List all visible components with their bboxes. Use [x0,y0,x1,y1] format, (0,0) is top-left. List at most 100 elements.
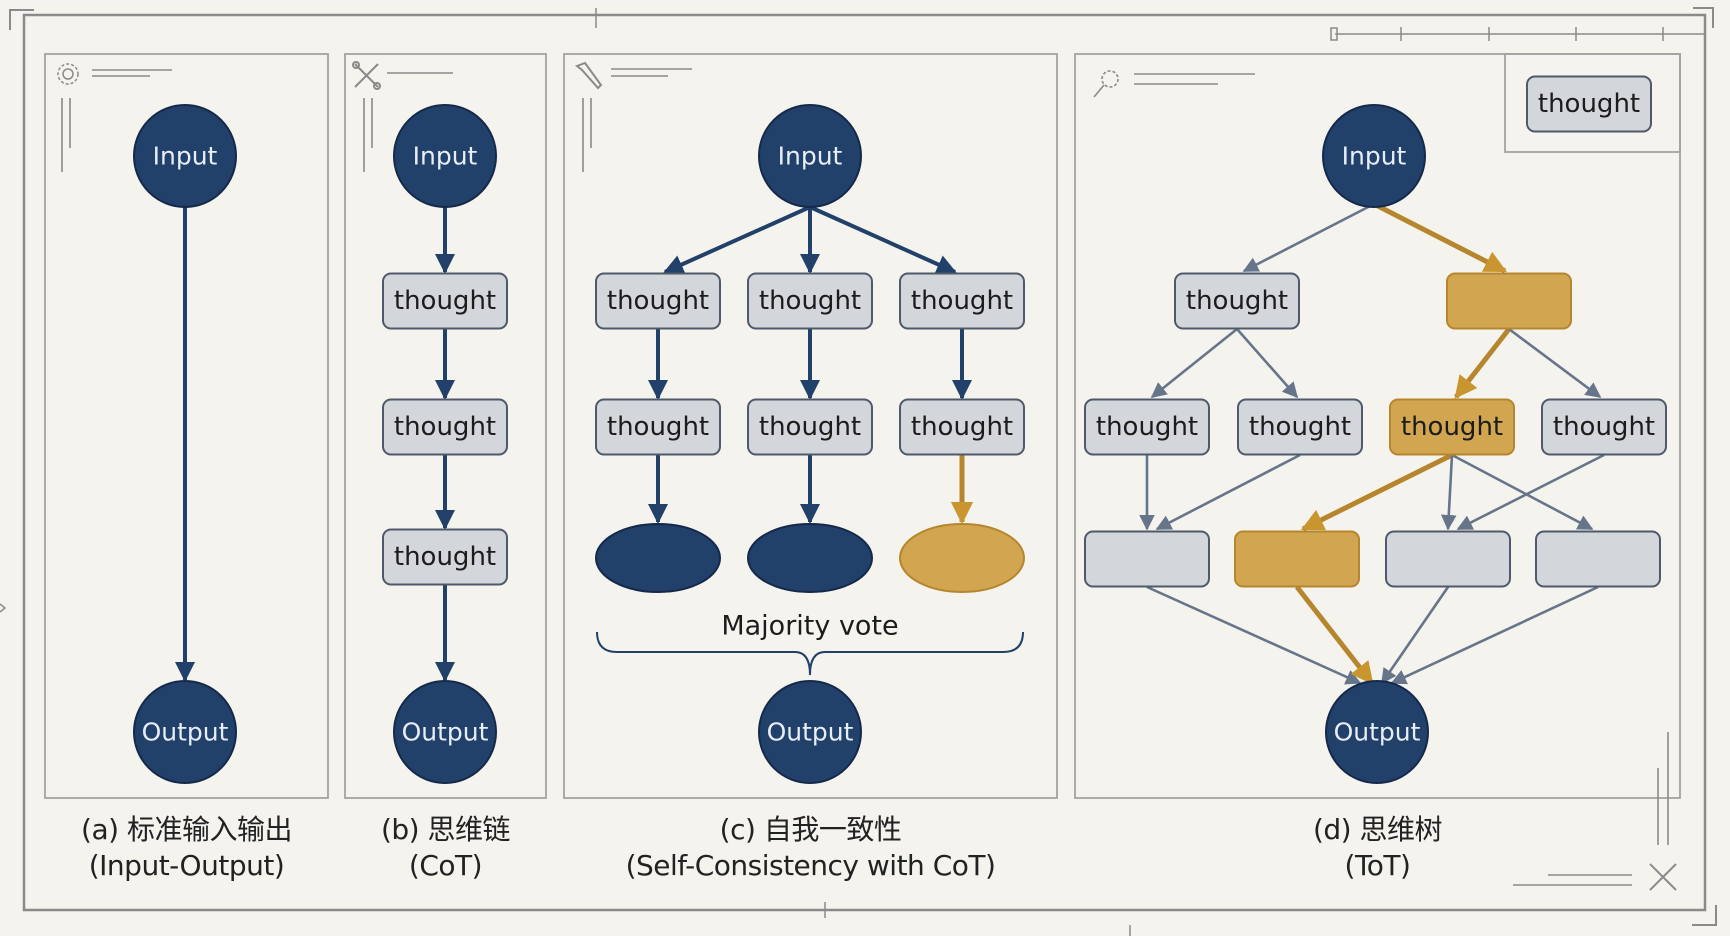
majority-vote-label: Majority vote [721,611,898,642]
d-thought-r2-4: thought [1541,398,1667,456]
d-edge-r2-2 [1155,453,1301,531]
d-thought-r2-1: thought [1084,398,1210,456]
legend-thought-label: thought [1538,89,1640,119]
legend-box [1504,53,1681,153]
c-answer-2 [747,523,873,593]
d-input-node: Input [1322,104,1426,208]
caption-a: (a) 标准输入输出 (Input-Output) [45,812,328,884]
c-answer-1 [595,523,721,593]
d-thought-r2-1-shape [1084,398,1210,456]
b-thought-1-shape [382,272,508,330]
a-output-node-label: Output [142,718,229,747]
c-thought-r2-3-label: thought [911,412,1013,442]
c-thought-r1-3-shape [899,272,1025,330]
caption-c-line2: (Self-Consistency with CoT) [625,849,996,882]
d-edge-r2-3a [1300,452,1454,532]
d-thought-r1-1: thought [1174,272,1300,330]
d-edge-r2-4 [1456,453,1605,531]
tools-icon-bottom [1649,863,1677,891]
a-input-node-label: Input [153,142,218,171]
d-output-node: Output [1325,680,1429,784]
c-output-node-label: Output [767,718,854,747]
c-thought-r2-2: thought [747,398,873,456]
decor-lines [61,68,1669,886]
d-leaf-4-shape [1535,530,1661,588]
d-edge-in-right [1372,201,1508,274]
c-thought-r1-1-label: thought [607,286,709,316]
b-thought-2-shape [382,398,508,456]
legend-thought: thought [1526,75,1652,133]
d-edge-in-left [1242,202,1375,273]
b-output-node-shape [393,680,497,784]
panel-b-frame [344,53,547,799]
d-input-node-label: Input [1342,142,1407,171]
b-thought-1-label: thought [394,286,496,316]
d-edge-leaf-4 [1390,585,1599,685]
c-thought-r2-2-label: thought [759,412,861,442]
d-edge-leaf-3 [1380,586,1450,685]
c-thought-r2-3-shape [899,398,1025,456]
c-thought-r1-1: thought [595,272,721,330]
d-edge-r1-2b [1508,327,1602,399]
d-leaf-2-shape [1234,530,1360,588]
b-output-node-label: Output [402,718,489,747]
b-output-node: Output [393,680,497,784]
a-input-node-shape [133,104,237,208]
c-thought-r1-2-label: thought [759,286,861,316]
c-output-node: Output [758,680,862,784]
a-input-node: Input [133,104,237,208]
caption-d-line2: (ToT) [1344,849,1411,882]
c-answer-3 [899,523,1025,593]
d-edge-r2-3c [1451,453,1594,531]
ruler-decoration [1330,27,1705,41]
gear-wrench-icon [1093,70,1119,98]
caption-b: (b) 思维链 (CoT) [345,812,546,884]
panel-d-frame [1074,53,1681,799]
d-edge-leaf-2 [1295,585,1374,685]
d-leaf-3 [1385,530,1511,588]
caption-a-line2: (Input-Output) [88,849,285,882]
d-thought-r2-4-shape [1541,398,1667,456]
d-thought-r2-2: thought [1237,398,1363,456]
caption-b-line2: (CoT) [408,849,483,882]
c-thought-r1-2: thought [747,272,873,330]
d-thought-r1-1-shape [1174,272,1300,330]
d-leaf-1-shape [1084,530,1210,588]
gear-icon [57,63,79,85]
caption-c-line1: (c) 自我一致性 [719,813,902,846]
d-input-node-shape [1322,104,1426,208]
d-thought-r2-3-shape [1389,398,1515,456]
c-input-node-shape [758,104,862,208]
c-thought-r2-1-label: thought [607,412,709,442]
c-thought-r1-1-shape [595,272,721,330]
b-thought-2: thought [382,398,508,456]
c-thought-r1-3-label: thought [911,286,1013,316]
outer-frame [0,7,1717,936]
tools-icon [352,61,381,90]
c-thought-r2-1-shape [595,398,721,456]
d-output-node-shape [1325,680,1429,784]
c-thought-r1-2-shape [747,272,873,330]
c-input-node: Input [758,104,862,208]
d-thought-r2-2-label: thought [1249,412,1351,442]
d-output-node-label: Output [1334,718,1421,747]
d-edge-leaf-1 [1146,585,1362,685]
caption-c: (c) 自我一致性 (Self-Consistency with CoT) [564,812,1057,884]
d-leaf-2 [1234,530,1360,588]
majority-vote-brace [596,631,1024,676]
a-output-node-shape [133,680,237,784]
d-leaf-3-shape [1385,530,1511,588]
b-thought-3: thought [382,528,508,586]
a-output-node: Output [133,680,237,784]
d-edge-r1-1b [1236,328,1299,399]
c-thought-r2-1: thought [595,398,721,456]
caption-a-line1: (a) 标准输入输出 [81,813,292,846]
c-edge-in-1 [663,205,811,274]
c-input-node-label: Input [778,142,843,171]
c-edge-in-3 [809,205,957,274]
panel-a-frame [44,53,329,799]
caption-d: (d) 思维树 (ToT) [1075,812,1680,884]
d-leaf-4 [1535,530,1661,588]
c-thought-r2-3: thought [899,398,1025,456]
